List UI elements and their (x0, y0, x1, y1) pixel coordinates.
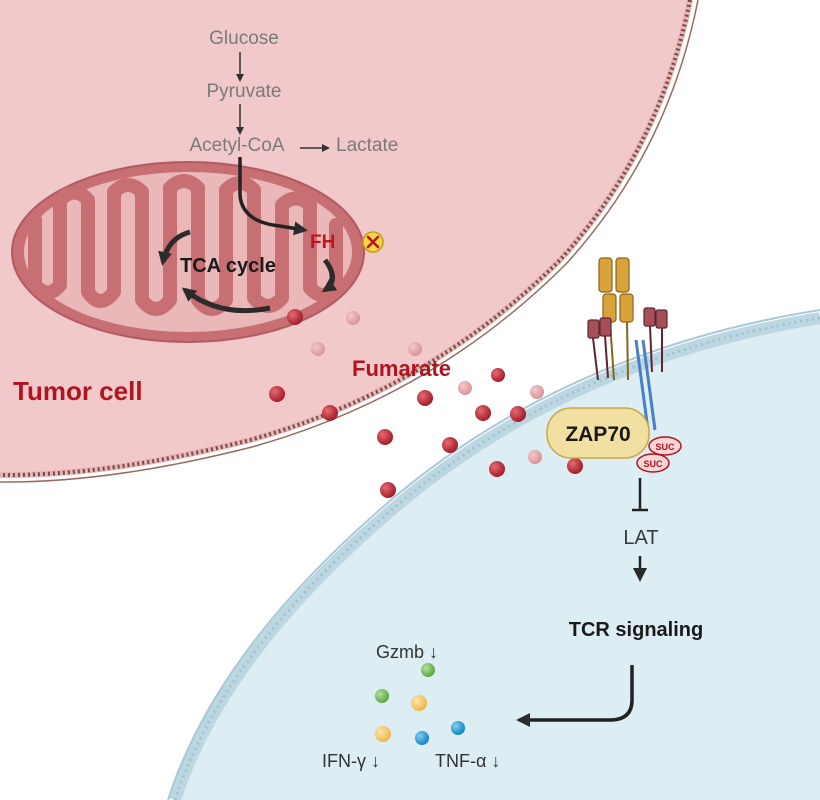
succination-tag-2 (636, 453, 670, 473)
pathway-arrows (236, 52, 330, 236)
fumarate-dot (442, 437, 458, 453)
mitochondrion (11, 161, 365, 343)
fumarate-dot (567, 458, 583, 474)
fumarate-dot (530, 385, 544, 399)
fumarate-dot (417, 390, 433, 406)
gzmb-granule (375, 689, 389, 703)
tnfa-granule (451, 721, 465, 735)
fumarate-dot (528, 450, 542, 464)
inhibition-arrow (632, 478, 648, 512)
zap70-protein (546, 407, 650, 459)
fh-label: FH (310, 232, 335, 253)
tumor-cell-label: Tumor cell (13, 376, 143, 406)
zap70-label: ZAP70 (565, 423, 630, 446)
fumarate-dot (287, 309, 303, 325)
fumarate-dot (458, 381, 472, 395)
ifng-granule (411, 695, 427, 711)
fh-inactive-icon (362, 231, 384, 253)
fumarate-dot (489, 461, 505, 477)
fumarate-molecules (269, 309, 583, 498)
tca-cycle-arrows (158, 229, 338, 314)
gzmb-granule (421, 663, 435, 677)
tca-cycle-label: TCA cycle (180, 255, 276, 277)
glucose-label: Glucose (209, 28, 279, 49)
cristae (28, 174, 343, 316)
suc-label-2: SUC (643, 459, 663, 469)
ifng-granule (375, 726, 391, 742)
fumarate-dot (346, 311, 360, 325)
tnfa-granule (415, 731, 429, 745)
pyruvate-label: Pyruvate (207, 81, 282, 102)
signaling-arrow (516, 665, 634, 727)
fumarate-dot (510, 406, 526, 422)
succination-tag-1 (648, 436, 682, 456)
fumarate-dot (311, 342, 325, 356)
lactate-label: Lactate (336, 135, 398, 156)
tcr-signaling-label: TCR signaling (569, 619, 703, 641)
fumarate-dot (491, 368, 505, 382)
tcr-receptor (587, 257, 668, 431)
fumarate-dot (380, 482, 396, 498)
ifng-label: IFN-γ ↓ (322, 751, 380, 771)
tnfa-label: TNF-α ↓ (435, 751, 500, 771)
fumarate-dot (408, 342, 422, 356)
suc-label-1: SUC (655, 442, 675, 452)
fumarate-dot (322, 405, 338, 421)
fumarate-dot (269, 386, 285, 402)
cytokine-granules (375, 663, 465, 745)
gzmb-label: Gzmb ↓ (376, 642, 438, 662)
fumarate-label: Fumarate (352, 356, 451, 381)
lat-label: LAT (623, 527, 658, 549)
acetyl-coa-label: Acetyl-CoA (189, 135, 284, 156)
fumarate-dot (475, 405, 491, 421)
fumarate-dot (377, 429, 393, 445)
